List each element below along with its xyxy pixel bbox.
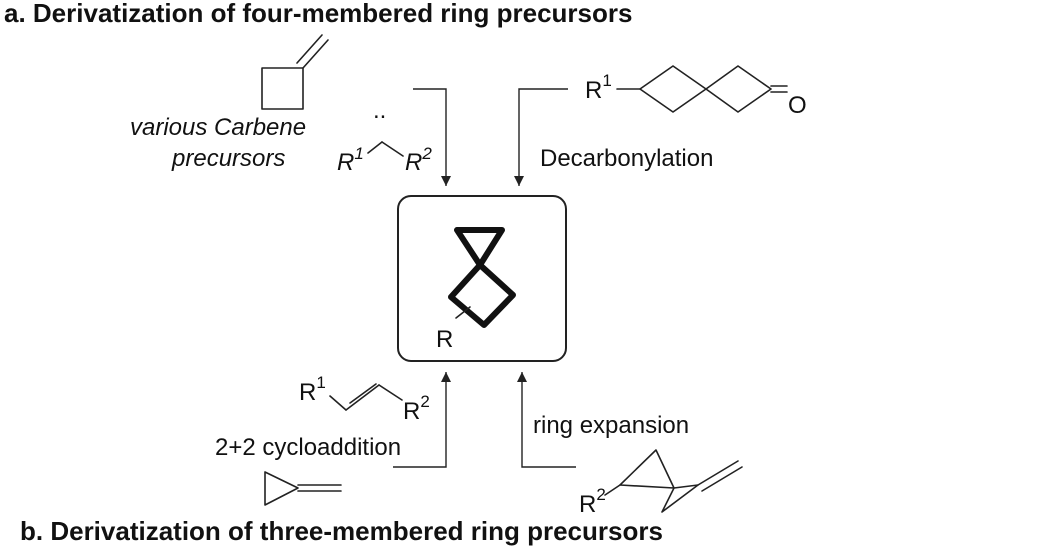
decarbonylation-label: Decarbonylation xyxy=(540,145,713,172)
oxygen-label: O xyxy=(788,92,807,119)
alkene-r2: R2 xyxy=(403,392,430,425)
carbene-lone-pair: .. xyxy=(373,97,386,124)
carbene-r2: R2 xyxy=(405,144,432,176)
alkene-r1: R1 xyxy=(299,373,326,406)
ring-expansion-label: ring expansion xyxy=(533,412,689,439)
spiroketone-r1: R1 xyxy=(585,71,612,104)
section-b-title: b. Derivatization of three-membered ring… xyxy=(20,516,663,546)
methylenecyclobutane-structure xyxy=(261,34,329,110)
alkene-structure: R1 R2 2+2 cycloaddition xyxy=(215,373,430,461)
carbene-label-line2: precursors xyxy=(171,145,285,172)
carbene-r1: R1 xyxy=(337,144,364,176)
arrow-from-ring-expansion xyxy=(517,372,576,468)
arrow-from-decarbonylation xyxy=(514,88,568,186)
carbene-label-line1: various Carbene xyxy=(130,114,306,141)
arrow-from-carbene xyxy=(413,88,451,186)
bicyclobutane-spiro-product xyxy=(448,227,516,328)
cycloaddition-label: 2+2 cycloaddition xyxy=(215,434,401,461)
product-box: R xyxy=(397,195,567,362)
spiroheptanone-structure: R1 O Decarbonylation xyxy=(540,65,807,172)
ring-expansion-r2: R2 xyxy=(579,485,606,518)
section-a-title: a. Derivatization of four-membered ring … xyxy=(4,0,632,28)
arrow-from-cycloaddition xyxy=(393,372,451,468)
carbene-precursor-group: various Carbene precursors .. R1 R2 xyxy=(130,97,432,176)
ring-expansion-group: ring expansion R2 xyxy=(533,412,743,518)
product-r-label: R xyxy=(436,326,453,353)
methylenecyclopropane-structure xyxy=(264,471,342,506)
